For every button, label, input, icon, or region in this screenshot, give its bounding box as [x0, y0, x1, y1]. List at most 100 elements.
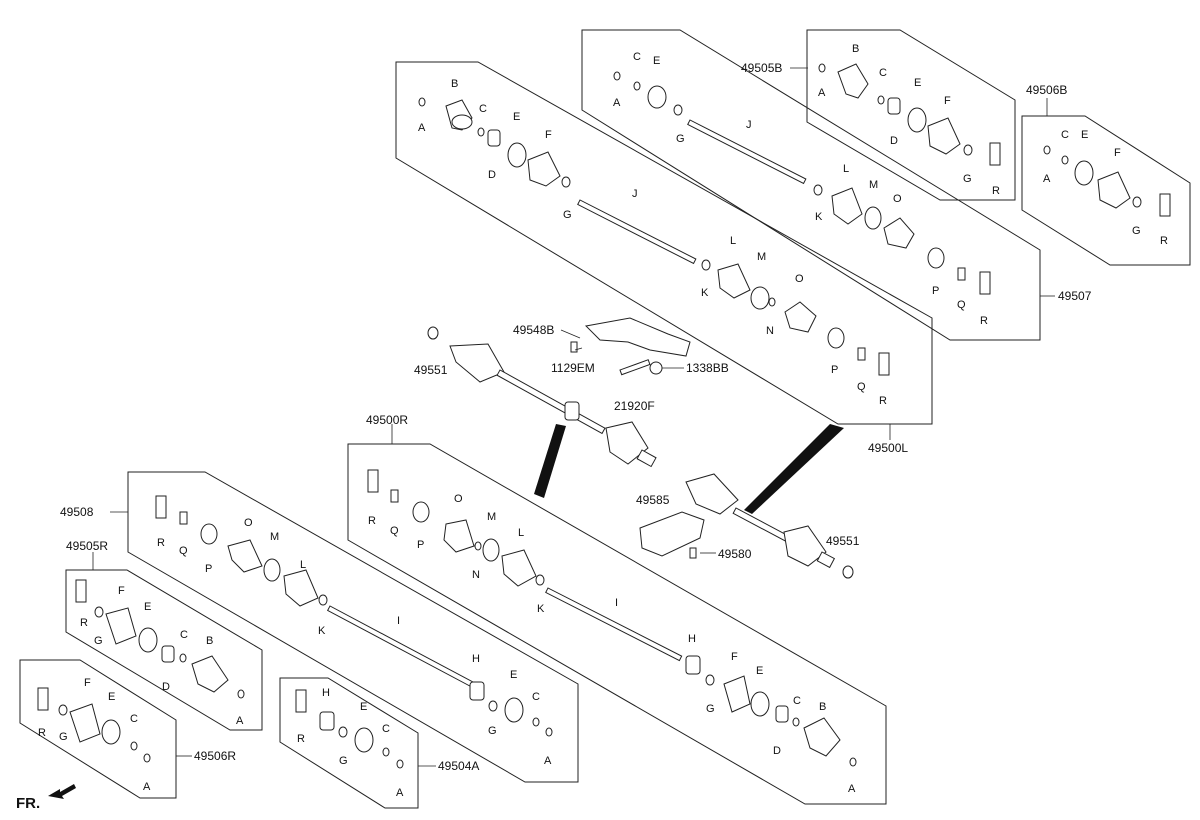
callout-o: O — [795, 273, 804, 285]
ring-p-2 — [927, 247, 945, 269]
inner-joint-o-4 — [227, 539, 263, 573]
callout-q-3: Q — [390, 525, 399, 537]
callout-i: I — [615, 597, 618, 609]
band-e-4 — [1074, 160, 1094, 186]
callout-e: E — [513, 111, 520, 123]
outer-joint-b-2 — [837, 63, 869, 99]
label-1338BB: 1338BB — [686, 361, 729, 375]
band-m-3 — [482, 538, 500, 562]
callout-a-7: A — [236, 715, 244, 727]
frame-49505B-inner — [806, 29, 1016, 201]
label-49551-upper: 49551 — [414, 363, 448, 377]
frame-49500L — [395, 61, 933, 425]
left-shaft-outer-boot — [449, 343, 505, 383]
boot-f-3 — [1097, 171, 1131, 209]
boot-l — [717, 263, 751, 299]
boot-f-5 — [105, 607, 137, 645]
ring-p-4 — [200, 523, 218, 545]
damper-h-2 — [469, 681, 485, 701]
callout-p-4: P — [205, 563, 212, 575]
callout-h: H — [688, 633, 696, 645]
label-21920F: 21920F — [614, 399, 655, 413]
callout-e-6: E — [510, 669, 517, 681]
frame-49505R — [65, 569, 263, 731]
label-49508: 49508 — [60, 505, 94, 519]
ring-p — [827, 327, 845, 349]
label-49507: 49507 — [1058, 289, 1092, 303]
clip-c-6 — [532, 717, 540, 727]
callout-r-9: R — [297, 733, 305, 745]
callout-c-2: C — [633, 51, 641, 63]
inner-joint-o-2 — [883, 217, 915, 249]
callout-e-3: E — [914, 77, 921, 89]
callout-a-5: A — [848, 783, 856, 795]
snap-ring-a-5 — [849, 757, 857, 767]
callout-j-2: J — [746, 119, 752, 131]
heat-shield-49585 — [639, 511, 705, 557]
outer-joint-b-4 — [191, 655, 229, 693]
band-g-2 — [673, 104, 683, 116]
frame-49504A — [279, 677, 419, 809]
plug-q-2 — [957, 267, 966, 281]
damper-r — [878, 352, 890, 376]
pin-21920F — [619, 359, 651, 376]
nut-1338BB — [649, 361, 663, 375]
clip-c-9 — [382, 747, 390, 757]
callout-a: A — [418, 122, 426, 134]
callout-c-5: C — [793, 695, 801, 707]
label-49505R: 49505R — [66, 539, 108, 553]
frame-49500R — [347, 443, 887, 805]
boot-l-3 — [501, 549, 537, 587]
left-shaft-spline — [636, 449, 657, 468]
callout-m: M — [757, 251, 766, 263]
assembly-49506R-parts — [37, 687, 151, 763]
callout-a-3: A — [818, 87, 826, 99]
callout-j: J — [632, 188, 638, 200]
inner-joint-o-3 — [443, 519, 475, 553]
clip-n — [768, 297, 776, 307]
assembly-49500L-parts — [418, 97, 890, 376]
callout-c-7: C — [180, 629, 188, 641]
callout-l: L — [730, 235, 736, 247]
boot-f-4 — [723, 675, 751, 713]
left-shaft-bar — [496, 369, 606, 435]
callout-d-4: D — [162, 681, 170, 693]
label-49585: 49585 — [636, 493, 670, 507]
callout-k-2: K — [815, 211, 823, 223]
center-shaft-group — [427, 317, 854, 579]
callout-a-8: A — [143, 781, 151, 793]
clip-c-2 — [633, 81, 641, 91]
callout-q-2: Q — [957, 299, 966, 311]
band-g-9 — [338, 726, 348, 738]
left-shaft-damper — [564, 401, 580, 421]
fr-label: FR. — [16, 795, 40, 812]
assembly-49505R-parts — [75, 579, 245, 699]
damper-r-3 — [989, 142, 1001, 166]
clip-c-8 — [130, 741, 138, 751]
shaft-i-2 — [326, 605, 477, 689]
callout-r-4: R — [1160, 235, 1168, 247]
bolt-49580 — [689, 547, 697, 559]
band-g-3 — [963, 144, 973, 156]
callout-a-2: A — [613, 97, 621, 109]
callout-k: K — [701, 287, 709, 299]
callout-e-2: E — [653, 55, 660, 67]
callout-m-2: M — [869, 179, 878, 191]
band-g — [561, 176, 571, 188]
right-shaft-outer-boot — [685, 473, 739, 515]
callout-d: D — [488, 169, 496, 181]
pointer-wedge-right — [744, 424, 844, 514]
callout-g: G — [563, 209, 572, 221]
callout-f-3: F — [1114, 147, 1121, 159]
band-k-2 — [813, 184, 823, 196]
snap-ring-a-8 — [143, 753, 151, 763]
ring-d — [487, 129, 501, 147]
callout-d-3: D — [773, 745, 781, 757]
snap-ring-a-9 — [396, 759, 404, 769]
callout-e-5: E — [756, 665, 763, 677]
callout-p: P — [831, 364, 838, 376]
band-g-5 — [705, 674, 715, 686]
callout-o-3: O — [454, 493, 463, 505]
band-k — [701, 259, 711, 271]
